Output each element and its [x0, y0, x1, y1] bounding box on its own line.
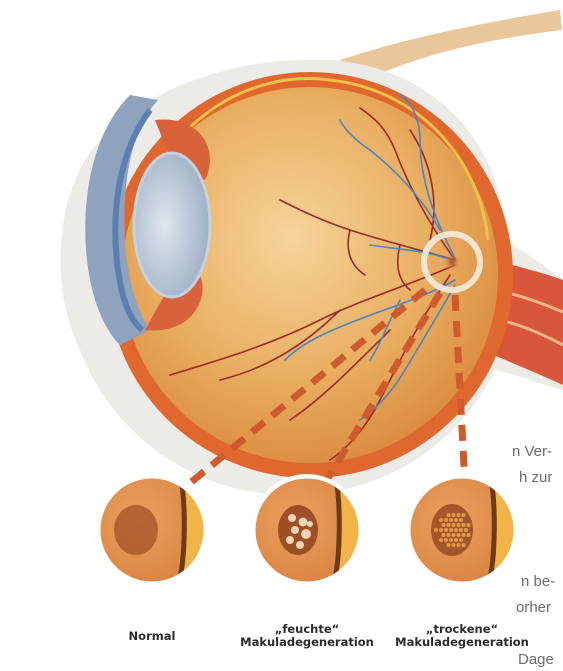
- drusen-dot: [449, 518, 453, 522]
- drusen-dot: [452, 543, 456, 547]
- drusen-dot: [452, 513, 456, 517]
- drusen-dot: [457, 523, 461, 527]
- caption-wet: „feuchte“ Makuladegeneration: [237, 623, 377, 649]
- drusen-dot: [449, 528, 453, 532]
- drusen-dot: [454, 528, 458, 532]
- drusen-dot: [462, 513, 466, 517]
- drusen-dot: [459, 518, 463, 522]
- drusen-dot: [467, 533, 471, 537]
- drusen-dot: [447, 523, 451, 527]
- drusen-dot: [454, 518, 458, 522]
- zoom-dry: [406, 474, 518, 586]
- caption-dry-line-2: Makuladegeneration: [392, 636, 532, 649]
- drusen-dot: [457, 533, 461, 537]
- drusen-dot: [457, 543, 461, 547]
- drusen-dot: [439, 538, 443, 542]
- caption-normal-text: Normal: [129, 629, 176, 643]
- drusen-dot: [444, 538, 448, 542]
- drusen-dot: [439, 518, 443, 522]
- side-text-line-5: Dage: [518, 648, 554, 671]
- side-text-line-3: n be-: [521, 570, 555, 593]
- drusen-dot: [442, 523, 446, 527]
- macula: [443, 253, 461, 271]
- caption-dry: „trockene“ Makuladegeneration: [392, 623, 532, 649]
- drusen-dot: [444, 528, 448, 532]
- drusen-dot: [459, 538, 463, 542]
- drusen-dot: [462, 533, 466, 537]
- drusen-dot: [447, 543, 451, 547]
- drusen-dot: [439, 528, 443, 532]
- drusen-dot: [447, 513, 451, 517]
- drusen-dot: [459, 528, 463, 532]
- drusen-dot: [452, 523, 456, 527]
- drusen-dot: [434, 528, 438, 532]
- side-text-line-2: h zur: [519, 466, 552, 489]
- zoom-normal: [96, 474, 208, 586]
- side-text-line-4: orher: [516, 596, 551, 619]
- drusen-dot: [442, 533, 446, 537]
- drusen-dot: [449, 538, 453, 542]
- drusen-dot: [467, 523, 471, 527]
- side-text-line-1: n Ver-: [512, 440, 552, 463]
- caption-wet-line-2: Makuladegeneration: [237, 636, 377, 649]
- drusen-dot: [444, 518, 448, 522]
- drusen-dot: [452, 533, 456, 537]
- drusen-dot: [454, 538, 458, 542]
- drusen-dot: [462, 543, 466, 547]
- drusen-dot: [462, 523, 466, 527]
- lens: [134, 153, 210, 297]
- caption-normal: Normal: [102, 630, 202, 643]
- zoom-wet: [251, 474, 363, 586]
- drusen-dot: [457, 513, 461, 517]
- drusen-dot: [464, 528, 468, 532]
- drusen-dot: [447, 533, 451, 537]
